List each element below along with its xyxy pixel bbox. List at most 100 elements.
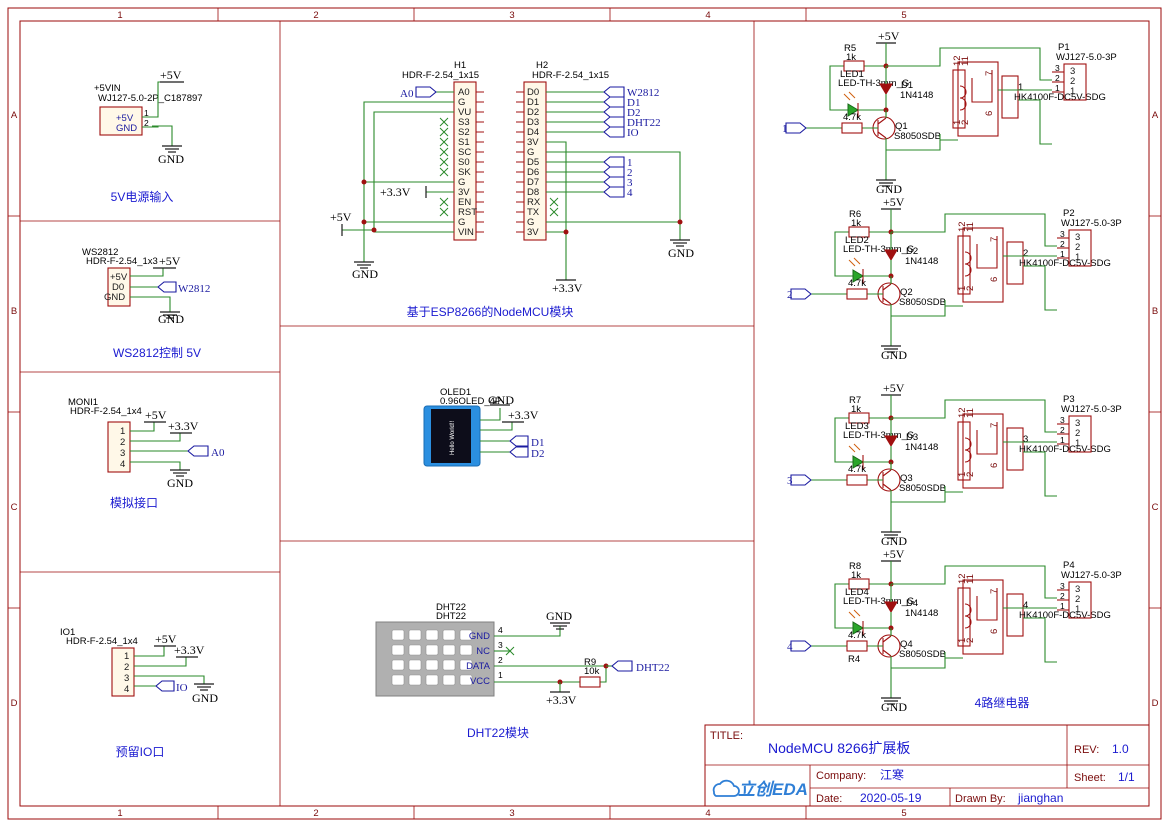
h2-pin-label: D4 bbox=[527, 127, 539, 138]
dht22-grille-hole bbox=[459, 629, 473, 641]
transistor-ref: Q4 bbox=[900, 639, 913, 650]
io-pin: 4 bbox=[124, 684, 129, 695]
relay-pin-number: 7 bbox=[989, 423, 1000, 428]
h2-pin-label: 3V bbox=[527, 227, 539, 238]
green-led-icon bbox=[852, 455, 864, 469]
resistor-ref: R6 bbox=[849, 209, 861, 220]
dht22-pin-num: 1 bbox=[498, 670, 503, 680]
terminal-pin-label: 2 bbox=[1075, 242, 1080, 253]
io-pin: 2 bbox=[124, 662, 129, 673]
ws2812-caption: WS2812控制 5V bbox=[113, 346, 201, 360]
base-resistor-value: 4.7k bbox=[848, 278, 866, 289]
io-gnd: GND bbox=[192, 691, 218, 705]
relay-pin-number: 1 bbox=[957, 472, 968, 477]
ws2812-ref: WS2812 bbox=[82, 247, 118, 258]
relay-ref: 4 bbox=[1023, 600, 1028, 611]
h2-net-label: 2 bbox=[627, 167, 633, 179]
dht22-grille-hole bbox=[391, 644, 405, 656]
terminal-pin-label: 3 bbox=[1075, 232, 1080, 243]
h1-pin-label: SC bbox=[458, 147, 471, 158]
grid-col-top: 4 bbox=[705, 10, 710, 21]
relay-pin-number: 7 bbox=[989, 237, 1000, 242]
relay-body bbox=[962, 413, 1004, 489]
h2-pin-label: D2 bbox=[527, 107, 539, 118]
relay-pin-number: 6 bbox=[989, 463, 1000, 468]
dht22-pin: GND bbox=[469, 631, 490, 642]
grid-row-left: D bbox=[11, 698, 18, 709]
grid-row-left: C bbox=[11, 502, 18, 513]
led-resistor bbox=[843, 60, 865, 72]
led-ref: LED1 bbox=[840, 69, 864, 80]
base-resistor-value: 4.7k bbox=[848, 630, 866, 641]
relay-gnd: GND bbox=[876, 182, 902, 196]
h2-net-label: 4 bbox=[627, 187, 633, 199]
led-part: LED-TH-3mm_G bbox=[843, 244, 914, 255]
transistor-part: S8050SDB bbox=[894, 131, 941, 142]
grid-col-bottom: 2 bbox=[313, 808, 318, 819]
diode-ref: D3 bbox=[906, 432, 918, 443]
relay-channel: +5VR61kLED2LED-TH-3mm_GD21N4148Q2S8050SD… bbox=[787, 195, 1122, 362]
nodemcu-caption: 基于ESP8266的NodeMCU模块 bbox=[407, 304, 574, 319]
net-flag bbox=[603, 166, 625, 178]
led-ref: LED3 bbox=[845, 421, 869, 432]
power-input-pin-gnd: GND bbox=[116, 123, 137, 134]
dht22-r-ref: R9 bbox=[584, 657, 596, 668]
grid-col-bottom: 3 bbox=[509, 808, 514, 819]
diode-ref: D1 bbox=[901, 80, 913, 91]
company-label: Company: bbox=[816, 770, 866, 782]
oled-ref: OLED1 bbox=[440, 387, 471, 398]
h2-net-label: IO bbox=[627, 127, 639, 139]
h1-vcc33: +3.3V bbox=[380, 185, 411, 199]
cloud-logo-icon bbox=[712, 779, 740, 797]
ws2812-pin: D0 bbox=[112, 282, 124, 293]
h2-part: HDR-F-2.54_1x15 bbox=[532, 70, 609, 81]
title-value: NodeMCU 8266扩展板 bbox=[768, 740, 910, 756]
grid-col-bottom: 4 bbox=[705, 808, 710, 819]
terminal-pin-num: 2 bbox=[1055, 73, 1060, 83]
relay-coil-icon bbox=[964, 251, 972, 277]
dht22-pin-num: 2 bbox=[498, 655, 503, 665]
eda-logo: 立创EDA bbox=[738, 780, 808, 799]
terminal-pin-label: 1 bbox=[1075, 604, 1080, 615]
grid-row-left: A bbox=[11, 110, 18, 121]
relay-pin-number: 1 bbox=[957, 286, 968, 291]
h1-pin-label: S1 bbox=[458, 137, 470, 148]
h2-net-label: D2 bbox=[627, 107, 640, 119]
dht22-net: DHT22 bbox=[636, 662, 670, 674]
relay-part: HK4100F-DC5V-SDG bbox=[1019, 258, 1111, 269]
analog-vcc5: +5V bbox=[145, 408, 167, 422]
dht22-grille-hole bbox=[425, 644, 439, 656]
power-input-gnd: GND bbox=[158, 152, 184, 166]
dht22-grille-hole bbox=[425, 629, 439, 641]
relay-caption: 4路继电器 bbox=[975, 695, 1030, 710]
net-flag bbox=[603, 96, 625, 108]
dht22-pin: DATA bbox=[466, 661, 491, 672]
relay-vcc: +5V bbox=[883, 547, 905, 561]
title-block: TITLE: NodeMCU 8266扩展板 REV: 1.0 Company:… bbox=[704, 724, 1150, 807]
grid-row-labels: A B C D A B C D bbox=[8, 110, 1161, 709]
h2-header bbox=[523, 81, 547, 241]
relay-part: HK4100F-DC5V-SDG bbox=[1019, 610, 1111, 621]
relay-pin-number: 7 bbox=[989, 589, 1000, 594]
dht22-grille-hole bbox=[408, 644, 422, 656]
analog-pin: 1 bbox=[120, 426, 125, 437]
analog-part: HDR-F-2.54_1x4 bbox=[70, 406, 142, 417]
terminal-pin-label: 2 bbox=[1075, 428, 1080, 439]
ws2812-net: W2812 bbox=[178, 283, 210, 295]
io-section: IO1 HDR-F-2.54_1x4 1 2 3 4 +5V +3.3V GND… bbox=[60, 627, 218, 759]
h2-pin-label: D8 bbox=[527, 187, 539, 198]
io-vcc5: +5V bbox=[155, 632, 177, 646]
dht22-ref: DHT22 bbox=[436, 602, 466, 613]
company-value: 江寒 bbox=[880, 767, 904, 782]
analog-gnd: GND bbox=[167, 476, 193, 490]
led-part: LED-TH-3mm_G bbox=[843, 430, 914, 441]
analog-pin: 2 bbox=[120, 437, 125, 448]
green-led-icon bbox=[852, 621, 864, 635]
diode-icon bbox=[884, 435, 898, 447]
ground-symbol bbox=[162, 145, 182, 153]
terminal-ref: P2 bbox=[1063, 208, 1075, 219]
terminal-pin-label: 2 bbox=[1070, 76, 1075, 87]
h2-pin-label: G bbox=[527, 217, 534, 228]
h1-pin-label: G bbox=[458, 217, 465, 228]
power-input-connector bbox=[99, 106, 143, 136]
